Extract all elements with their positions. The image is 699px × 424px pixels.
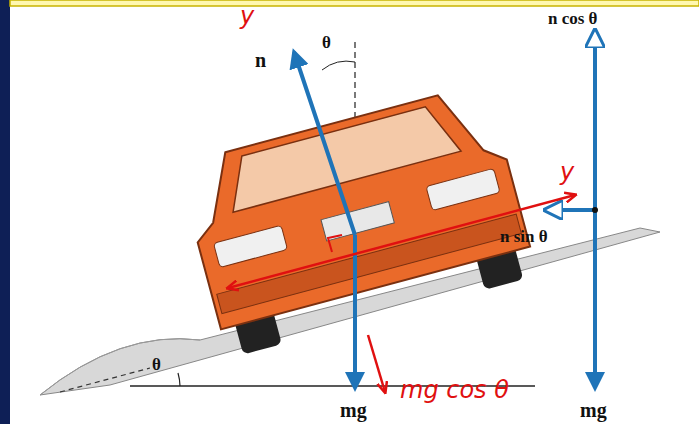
- angle-label: θ: [152, 356, 161, 373]
- component-label: n cos θ: [548, 10, 598, 27]
- vector-label: mg: [580, 400, 607, 420]
- angle-label: θ: [322, 34, 331, 51]
- vector-label: n: [255, 50, 266, 70]
- handwritten-note: mg cos θ: [400, 378, 509, 402]
- component-label: n sin θ: [500, 228, 548, 245]
- vector-label: mg: [340, 400, 367, 420]
- axis-label: y: [240, 4, 254, 28]
- axis-label: y: [560, 160, 574, 184]
